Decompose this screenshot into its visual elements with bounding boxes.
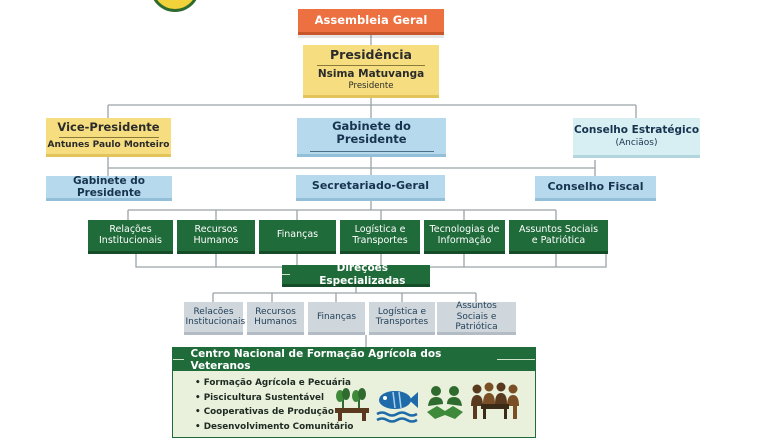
training-center-panel: Centro Nacional de Formação Agrícola dos…	[172, 347, 536, 438]
list-item: • Formação Agrícola e Pecuária	[195, 378, 351, 388]
presidency-title: Presidência	[330, 46, 412, 62]
subdept-finance: Finanças	[308, 302, 365, 335]
president-role: Presidente	[348, 81, 394, 92]
fiscal-council-box: Conselho Fiscal	[535, 176, 656, 201]
assembly-title: Assembleia Geral	[314, 12, 428, 27]
vice-president-box: Vice-Presidente Antunes Paulo Monteiro	[46, 118, 171, 157]
training-center-list: • Formação Agrícola e Pecuária • Piscicu…	[195, 376, 353, 434]
list-item: • Piscicultura Sustentável	[195, 392, 325, 403]
cabinet-box: Gabinete do Presidente	[297, 118, 446, 157]
dept-hr: Recursos Humanos	[177, 220, 255, 254]
fish-icon	[376, 391, 418, 423]
assembly-box: Assembleia Geral	[298, 9, 444, 35]
training-center-header: Centro Nacional de Formação Agrícola dos…	[173, 347, 535, 372]
council-subtitle: (Anciãos)	[615, 138, 658, 149]
header-dash-right	[496, 359, 535, 360]
presidency-box: Presidência Nsima Matuvanga Presidente	[303, 45, 439, 98]
dept-finance: Finanças	[259, 220, 336, 254]
secretariat-box: Secretariado-Geral	[296, 175, 445, 201]
secretariat-title: Secretariado-Geral	[311, 179, 430, 193]
directorates-title: Direções Especializadas	[319, 262, 406, 287]
dept-social: Assuntos Sociais e Patriótica	[509, 220, 608, 254]
vice-divider	[58, 137, 159, 139]
row3-cabinet-title: Gabinete do Presidente	[73, 174, 145, 199]
subdept-logistics: Logística e Transportes	[369, 302, 435, 335]
cabinet-title: Gabinete do Presidente	[332, 118, 411, 146]
council-title: Conselho Estratégico	[573, 124, 700, 137]
community-icon	[471, 382, 519, 419]
subdept-relations: Relacões Institucionais	[184, 302, 245, 335]
handshake-icon	[427, 386, 463, 419]
list-item: • Cooperativas de Produção	[195, 407, 334, 417]
dept-relations: Relações Institucionais	[88, 220, 173, 254]
header-dash-left	[173, 359, 185, 360]
row3-cabinet-box: Gabinete do Presidente	[46, 174, 172, 201]
vice-name: Antunes Paulo Monteiro	[47, 140, 170, 151]
president-name: Nsima Matuvanga	[317, 68, 425, 81]
council-box: Conselho Estratégico (Anciãos)	[573, 118, 700, 158]
vice-title: Vice-Presidente	[57, 120, 160, 135]
presidency-divider	[317, 65, 425, 67]
subdept-hr: Recursos Humanos	[247, 302, 304, 335]
dept-it: Tecnologias de Informação	[424, 220, 505, 254]
directorates-box: Direções Especializadas	[282, 262, 430, 287]
dept-logistics: Logística e Transportes	[340, 220, 420, 254]
fiscal-council-title: Conselho Fiscal	[547, 179, 644, 193]
subdept-social: Assuntos Sociais e Patriótica	[437, 301, 516, 335]
training-center-title: Centro Nacional de Formação Agrícola dos…	[190, 347, 442, 372]
cabinet-divider	[309, 151, 434, 153]
seedlings-icon	[335, 388, 369, 421]
directorates-dash-left	[282, 274, 290, 275]
list-item: • Desenvolvimento Comunitário	[195, 421, 354, 432]
